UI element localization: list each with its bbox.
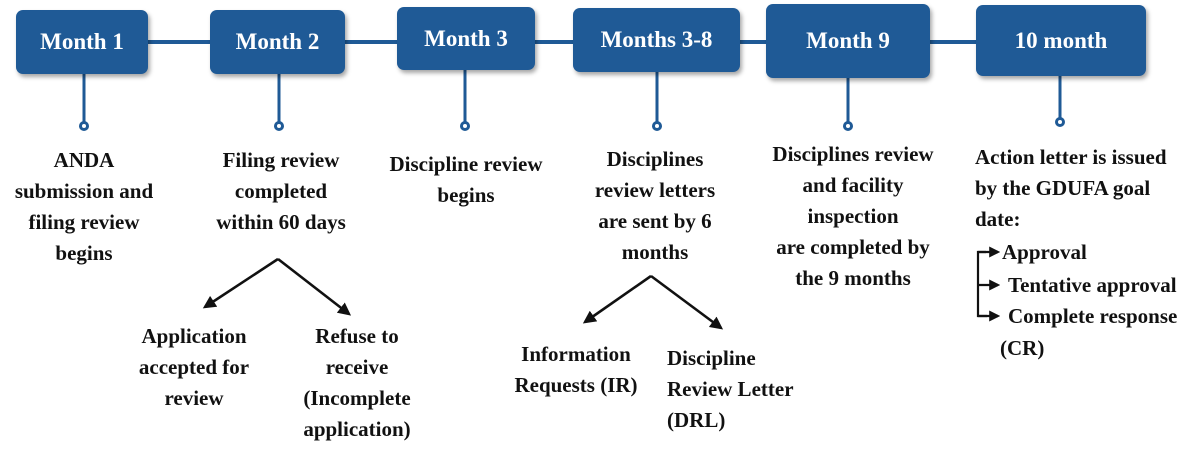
arrow-accepted [202,257,279,309]
arrow-ir [582,274,652,324]
month-9-description: Disciplines review and facility inspecti… [772,142,934,290]
months-3-8-description: Disciplines review letters are sent by 6… [594,147,716,264]
outcome-discipline-review-letter: Discipline Review Letter (DRL) [667,346,794,432]
month-9-box: Month 9 [766,4,930,78]
month-3-label: Month 3 [424,25,508,51]
month-10-label: 10 month [1014,27,1108,53]
month-1-label: Month 1 [40,29,124,54]
timeline-node [652,121,662,131]
month-10-box: 10 month [976,5,1146,76]
action-complete-response: Complete response [1008,304,1178,328]
month-2-label: Month 2 [235,29,320,54]
timeline-node [460,121,470,131]
action-tentative-approval: Tentative approval [1008,273,1177,297]
month-3-description: Discipline review begins [389,152,543,207]
outcome-accepted: Application accepted for review [138,324,250,410]
timeline-node [274,121,284,131]
months-3-8-box: Months 3-8 [573,8,740,72]
months-3-8-label: Months 3-8 [600,27,713,52]
month-2-description: Filing review completed within 60 days [216,148,346,234]
action-approval: Approval [1002,240,1087,264]
timeline-node [79,121,89,131]
month-10-description: Action letter is issued by the GDUFA goa… [975,145,1167,231]
timeline-node [843,121,853,131]
month-1-description: ANDA submission and filing review begins [14,148,154,265]
arrow-drl [650,274,724,330]
action-cr-abbrev: (CR) [1000,336,1045,360]
month-3-box: Month 3 [397,7,535,70]
month-1-box: Month 1 [16,10,148,74]
month-2-box: Month 2 [210,10,345,74]
arrow-refused [277,257,352,316]
outcome-information-requests: Information Requests (IR) [514,342,638,397]
timeline-node [1055,117,1065,127]
outcome-refused: Refuse to receive (Incomplete applicatio… [303,324,411,441]
month-9-label: Month 9 [806,28,890,53]
